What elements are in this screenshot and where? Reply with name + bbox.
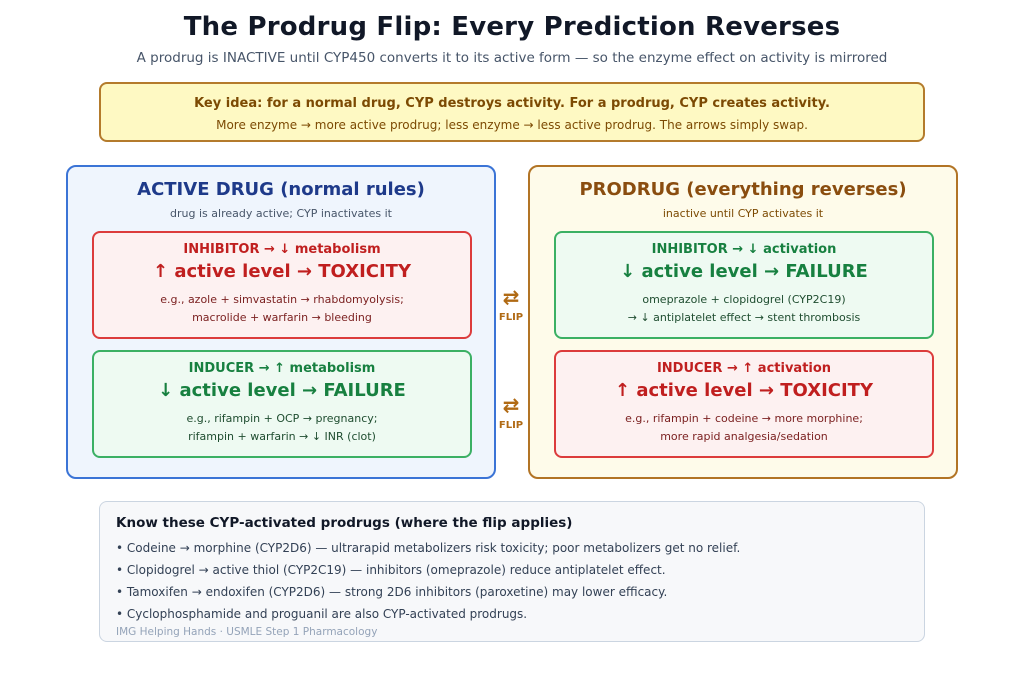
prodrug-panel-subtitle: inactive until CYP activates it <box>662 207 824 220</box>
card-examples: e.g., rifampin + codeine → more morphine… <box>556 410 932 446</box>
card-outcome: ↑ active level → TOXICITY <box>153 261 411 282</box>
footer-credit: IMG Helping Hands · USMLE Step 1 Pharmac… <box>116 626 378 638</box>
card-example-line: omeprazole + clopidogrel (CYP2C19) <box>642 293 846 306</box>
prodrug-panel: PRODRUG (everything reverses) inactive u… <box>528 165 958 479</box>
card-example-line: macrolide + warfarin → bleeding <box>192 311 372 324</box>
list-item: • Codeine → morphine (CYP2D6) — ultrarap… <box>116 541 741 555</box>
card-example-line: e.g., rifampin + codeine → more morphine… <box>625 412 863 425</box>
active-drug-panel-title: ACTIVE DRUG (normal rules) <box>137 179 425 200</box>
card-heading: INDUCER → ↑ activation <box>656 361 832 376</box>
prodrugs-list-box: Know these CYP-activated prodrugs (where… <box>99 501 925 642</box>
card-examples: e.g., azole + simvastatin → rhabdomyolys… <box>94 291 470 327</box>
card-heading: INDUCER → ↑ metabolism <box>188 361 376 376</box>
card-example-line: more rapid analgesia/sedation <box>660 430 828 443</box>
active-inducer-card: INDUCER → ↑ metabolism ↓ active level → … <box>92 350 472 458</box>
key-idea-body: More enzyme → more active prodrug; less … <box>216 118 808 132</box>
card-example-line: → ↓ antiplatelet effect → stent thrombos… <box>627 311 861 324</box>
card-example-line: rifampin + warfarin → ↓ INR (clot) <box>188 430 376 443</box>
page-subtitle: A prodrug is INACTIVE until CYP450 conve… <box>136 50 888 66</box>
flip-marker-bottom: ⇄ FLIP <box>491 394 531 431</box>
card-heading: INHIBITOR → ↓ activation <box>651 242 837 257</box>
active-inhibitor-card: INHIBITOR → ↓ metabolism ↑ active level … <box>92 231 472 339</box>
card-heading: INHIBITOR → ↓ metabolism <box>183 242 381 257</box>
flip-marker-top: ⇄ FLIP <box>491 286 531 323</box>
list-item: • Tamoxifen → endoxifen (CYP2D6) — stron… <box>116 585 668 599</box>
card-example-line: e.g., rifampin + OCP → pregnancy; <box>186 412 378 425</box>
prodrug-inducer-card: INDUCER → ↑ activation ↑ active level → … <box>554 350 934 458</box>
list-item: • Clopidogrel → active thiol (CYP2C19) —… <box>116 563 666 577</box>
prodrugs-list-title: Know these CYP-activated prodrugs (where… <box>116 515 573 531</box>
prodrug-panel-title: PRODRUG (everything reverses) <box>579 179 907 200</box>
key-idea-box: Key idea: for a normal drug, CYP destroy… <box>99 82 925 142</box>
card-example-line: e.g., azole + simvastatin → rhabdomyolys… <box>160 293 404 306</box>
flip-label: FLIP <box>498 420 524 431</box>
card-outcome: ↓ active level → FAILURE <box>620 261 868 282</box>
active-drug-panel-subtitle: drug is already active; CYP inactivates … <box>170 207 392 220</box>
card-examples: omeprazole + clopidogrel (CYP2C19) → ↓ a… <box>556 291 932 327</box>
swap-arrows-icon: ⇄ <box>502 393 520 417</box>
card-examples: e.g., rifampin + OCP → pregnancy; rifamp… <box>94 410 470 446</box>
swap-arrows-icon: ⇄ <box>502 285 520 309</box>
flip-label: FLIP <box>498 312 524 323</box>
list-item: • Cyclophosphamide and proguanil are als… <box>116 607 528 621</box>
prodrug-inhibitor-card: INHIBITOR → ↓ activation ↓ active level … <box>554 231 934 339</box>
prodrugs-list: • Codeine → morphine (CYP2D6) — ultrarap… <box>116 539 740 627</box>
card-outcome: ↑ active level → TOXICITY <box>615 380 873 401</box>
key-idea-title: Key idea: for a normal drug, CYP destroy… <box>194 96 830 111</box>
card-outcome: ↓ active level → FAILURE <box>158 380 406 401</box>
page-title: The Prodrug Flip: Every Prediction Rever… <box>183 12 841 42</box>
active-drug-panel: ACTIVE DRUG (normal rules) drug is alrea… <box>66 165 496 479</box>
